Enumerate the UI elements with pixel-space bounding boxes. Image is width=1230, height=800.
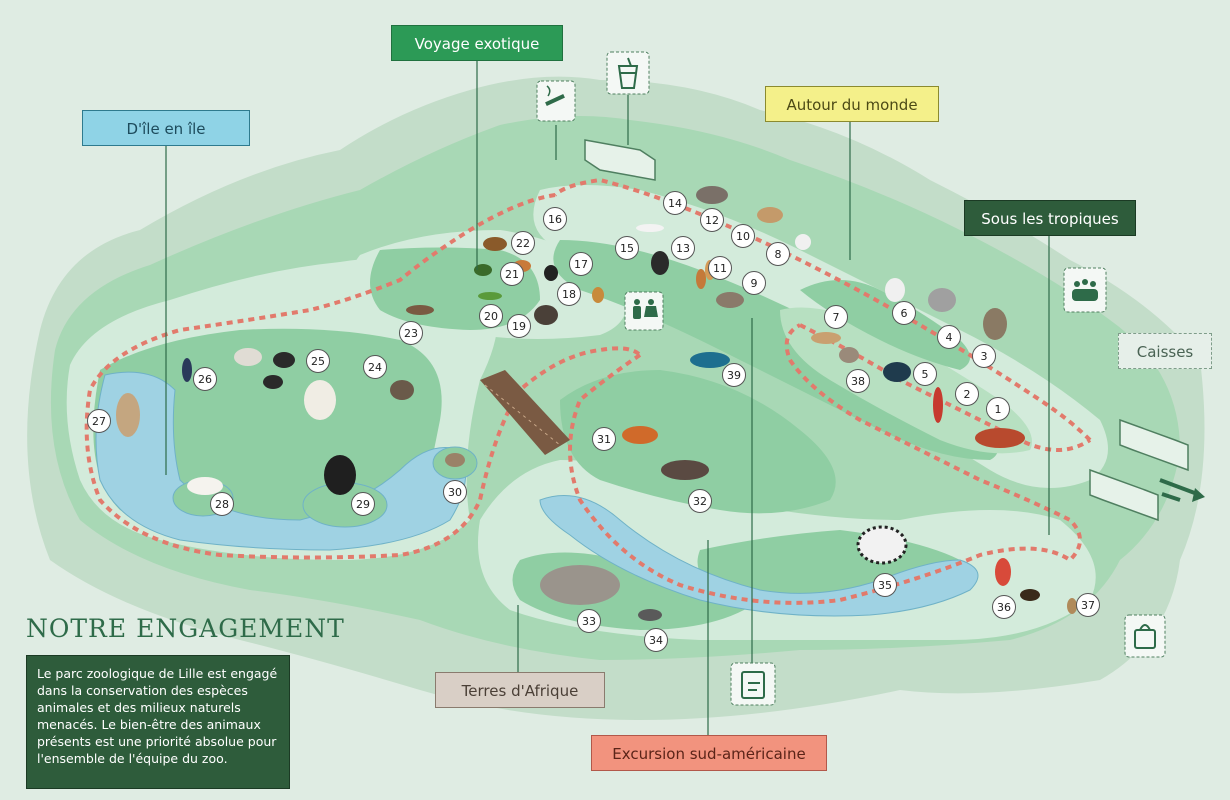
- enclosure-marker[interactable]: 29: [351, 492, 375, 516]
- enclosure-marker[interactable]: 21: [500, 262, 524, 286]
- zone-label-caisses[interactable]: Caisses: [1118, 333, 1212, 369]
- enclosure-marker[interactable]: 15: [615, 236, 639, 260]
- enclosure-marker[interactable]: 14: [663, 191, 687, 215]
- zone-label-sous-les-tropiques[interactable]: Sous les tropiques: [964, 200, 1136, 236]
- enclosure-marker[interactable]: 2: [955, 382, 979, 406]
- enclosure-marker[interactable]: 32: [688, 489, 712, 513]
- enclosure-marker[interactable]: 7: [824, 305, 848, 329]
- enclosure-marker[interactable]: 20: [479, 304, 503, 328]
- enclosure-marker[interactable]: 26: [193, 367, 217, 391]
- enclosure-marker[interactable]: 31: [592, 427, 616, 451]
- enclosure-marker[interactable]: 17: [569, 252, 593, 276]
- enclosure-marker[interactable]: 6: [892, 301, 916, 325]
- enclosure-marker[interactable]: 35: [873, 573, 897, 597]
- zone-label-dile-en-ile[interactable]: D'île en île: [82, 110, 250, 146]
- info-clipboard-icon: [741, 671, 765, 699]
- enclosure-marker[interactable]: 19: [507, 314, 531, 338]
- engagement-text: Le parc zoologique de Lille est engagé d…: [26, 655, 290, 789]
- zone-label-excursion-sud-americaine[interactable]: Excursion sud-américaine: [591, 735, 827, 771]
- zone-label-terres-dafrique[interactable]: Terres d'Afrique: [435, 672, 605, 708]
- enclosure-marker[interactable]: 3: [972, 344, 996, 368]
- enclosure-marker[interactable]: 11: [708, 256, 732, 280]
- enclosure-marker[interactable]: 9: [742, 271, 766, 295]
- enclosure-marker[interactable]: 33: [577, 609, 601, 633]
- enclosure-marker[interactable]: 12: [700, 208, 724, 232]
- enclosure-marker[interactable]: 1: [986, 397, 1010, 421]
- shop-bag-icon: [1134, 624, 1156, 649]
- animal-silhouettes: [116, 186, 1077, 621]
- enclosure-marker[interactable]: 13: [671, 236, 695, 260]
- toilets-icon: [633, 299, 658, 319]
- enclosure-marker[interactable]: 34: [644, 628, 668, 652]
- enclosure-marker[interactable]: 38: [846, 369, 870, 393]
- enclosure-marker[interactable]: 18: [557, 282, 581, 306]
- enclosure-marker[interactable]: 27: [87, 409, 111, 433]
- meeting-point-icon: [1072, 279, 1098, 301]
- bridge: [480, 370, 570, 455]
- enclosure-marker[interactable]: 4: [937, 325, 961, 349]
- enclosure-marker[interactable]: 25: [306, 349, 330, 373]
- engagement-title: NOTRE ENGAGEMENT: [26, 614, 345, 643]
- enclosure-marker[interactable]: 8: [766, 242, 790, 266]
- enclosure-marker[interactable]: 37: [1076, 593, 1100, 617]
- enclosure-marker[interactable]: 22: [511, 231, 535, 255]
- drink-icon: [617, 57, 639, 89]
- buildings: [584, 139, 1189, 522]
- enclosure-marker[interactable]: 36: [992, 595, 1016, 619]
- zone-leaders: [165, 61, 1050, 735]
- smoking-area-icon: [545, 85, 565, 107]
- zone-label-voyage-exotique[interactable]: Voyage exotique: [391, 25, 563, 61]
- enclosure-marker[interactable]: 23: [399, 321, 423, 345]
- zone-label-autour-du-monde[interactable]: Autour du monde: [765, 86, 939, 122]
- enclosure-marker[interactable]: 10: [731, 224, 755, 248]
- enclosure-marker[interactable]: 24: [363, 355, 387, 379]
- exit-arrow-icon: [1159, 478, 1205, 502]
- enclosure-marker[interactable]: 5: [913, 362, 937, 386]
- enclosure-marker[interactable]: 39: [722, 363, 746, 387]
- enclosure-marker[interactable]: 16: [543, 207, 567, 231]
- enclosure-marker[interactable]: 28: [210, 492, 234, 516]
- enclosure-marker[interactable]: 30: [443, 480, 467, 504]
